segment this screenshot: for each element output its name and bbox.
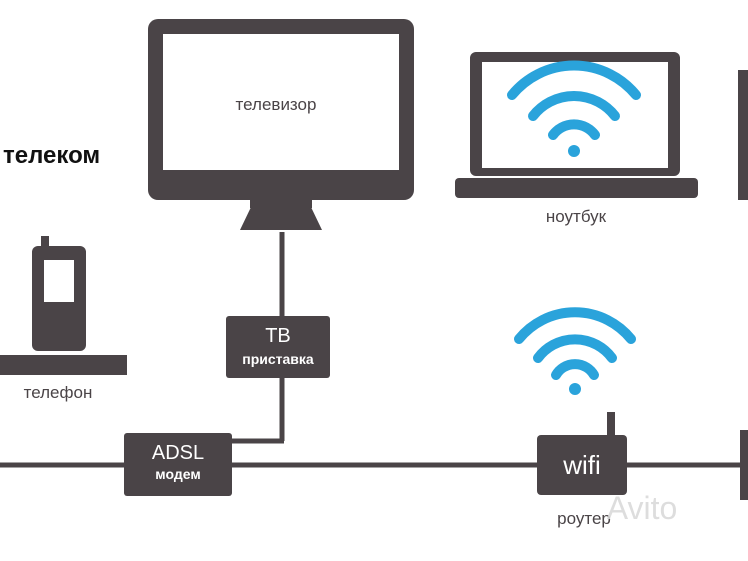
adsl-subtitle: модем bbox=[155, 466, 200, 482]
right-device-edge bbox=[738, 70, 748, 500]
connection-lines bbox=[0, 232, 748, 468]
wifi-icon bbox=[514, 307, 636, 395]
adsl-modem: ADSL модем bbox=[124, 433, 232, 496]
router-text: wifi bbox=[562, 450, 601, 480]
router-label: роутер bbox=[557, 509, 611, 528]
laptop-label: ноутбук bbox=[546, 207, 607, 226]
adsl-title: ADSL bbox=[152, 442, 204, 464]
brand-text: телеком bbox=[3, 142, 100, 169]
tv-box: ТВ приставка bbox=[226, 316, 330, 378]
router-icon: wifi bbox=[537, 412, 627, 495]
phone-label: телефон bbox=[24, 383, 93, 402]
wifi-icon bbox=[507, 60, 641, 157]
tv-box-title: ТВ bbox=[265, 325, 291, 347]
tv-icon bbox=[148, 19, 414, 230]
watermark-text: Avito bbox=[607, 490, 678, 526]
tv-label: телевизор bbox=[236, 95, 317, 114]
phone-icon bbox=[0, 236, 127, 375]
tv-box-subtitle: приставка bbox=[242, 351, 314, 367]
